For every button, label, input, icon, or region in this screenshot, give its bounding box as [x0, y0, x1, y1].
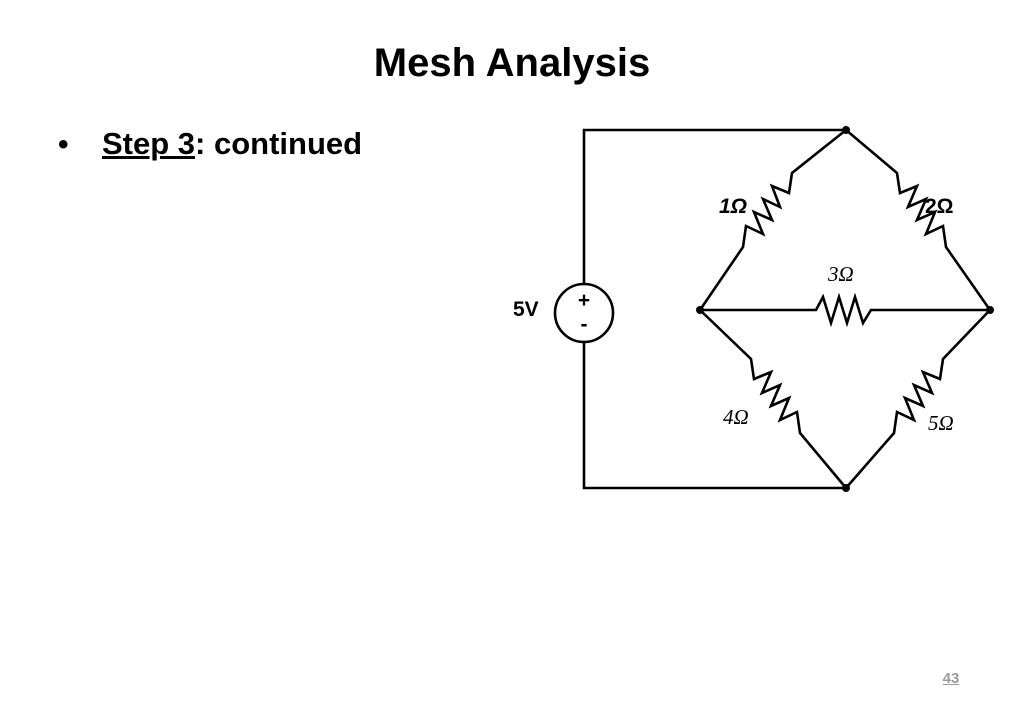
bullet-item: • Step 3: continued — [58, 124, 362, 165]
r3-label: 3Ω — [827, 262, 854, 286]
voltage-source-icon — [553, 282, 615, 344]
top-wire — [582, 128, 848, 286]
page-number: 43 — [942, 670, 960, 687]
source-minus: - — [581, 313, 588, 336]
bullet-marker: • — [58, 128, 69, 161]
r4-label: 4Ω — [723, 405, 749, 429]
resistor-r4 — [699, 309, 847, 489]
node-top — [842, 126, 850, 134]
node-bottom — [842, 484, 850, 492]
resistor-r1 — [698, 128, 847, 311]
step-reference: Step 3 — [102, 126, 196, 161]
slide-title: Mesh Analysis — [373, 41, 651, 85]
r5-label: 5Ω — [928, 411, 954, 435]
bottom-wire — [582, 340, 848, 490]
source-plus: + — [578, 289, 590, 312]
resistor-r5 — [845, 309, 991, 489]
source-label: 5V — [513, 298, 539, 321]
r1-label: 1Ω — [719, 195, 747, 218]
resistor-r3 — [700, 292, 990, 328]
bullet-text: : continued — [195, 126, 363, 161]
r2-label: 2Ω — [925, 195, 954, 218]
node-right — [986, 306, 994, 314]
resistor-r2 — [845, 129, 992, 311]
node-left — [696, 306, 704, 314]
